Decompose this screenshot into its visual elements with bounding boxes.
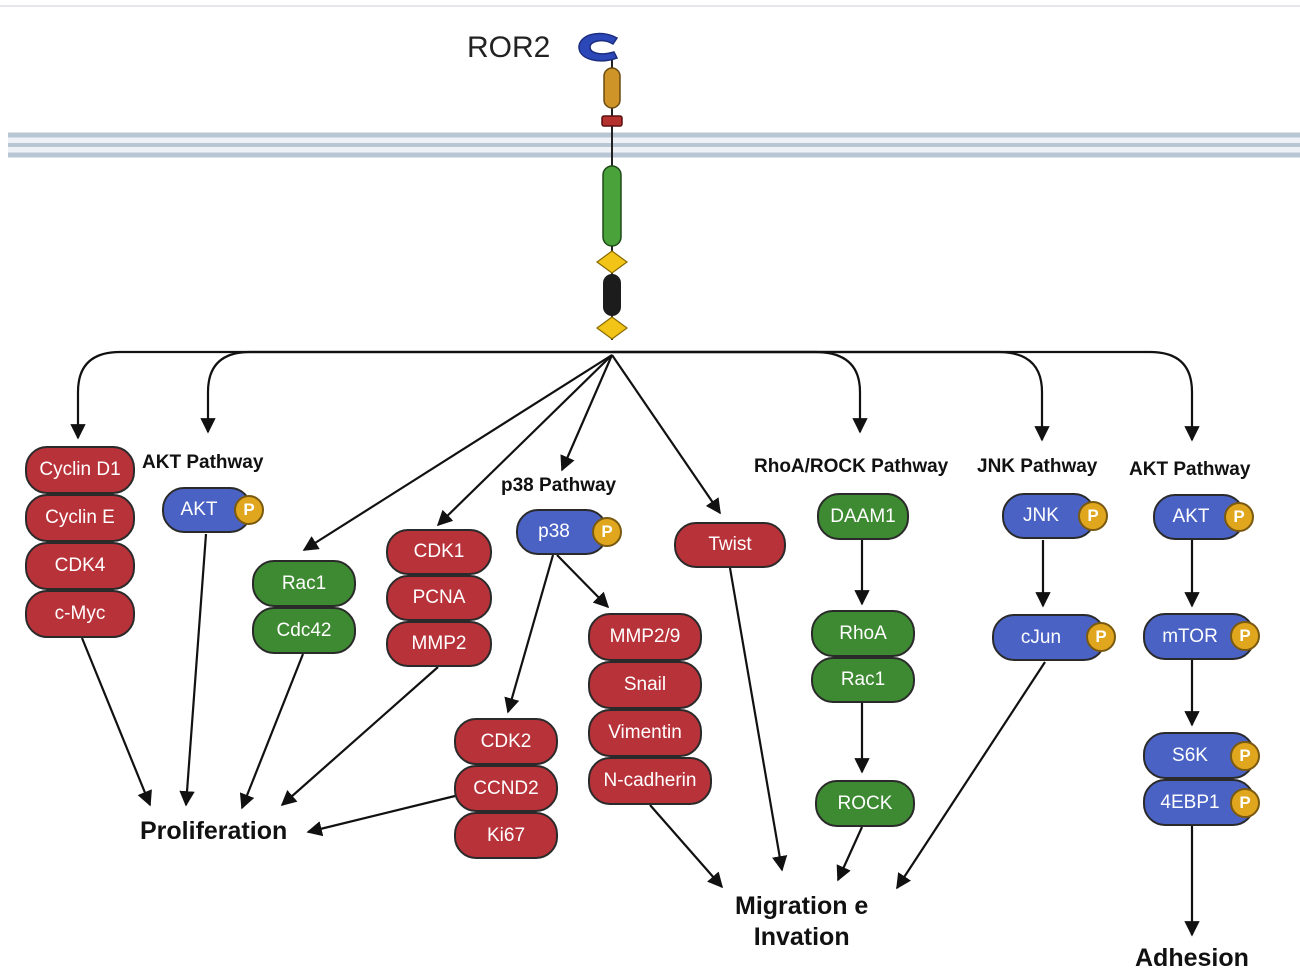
arrow-p38-to-cdk2 [504,554,555,714]
pathway-label-p38: p38 Pathway [501,475,617,496]
node-mmp2-9: MMP2/9 [588,613,702,661]
pathway-label-akt-right: AKT Pathway [1129,459,1251,480]
arrow-hub-to-p38 [560,354,614,472]
arrow-ncadherin-to-migration [649,804,724,889]
node-mmp2: MMP2 [386,621,492,667]
node-cyclin-d1: Cyclin D1 [25,446,135,494]
node-rock: ROCK [815,780,915,827]
pathway-label-akt-left: AKT Pathway [142,452,264,473]
node-cdk4: CDK4 [25,542,135,590]
phospho-s6k-icon: P [1230,741,1260,771]
node-pcna: PCNA [386,575,492,621]
arrow-akt-to-proliferation [179,533,208,807]
outcome-migration-line2: Invation [753,923,850,951]
arrow-cmyc-to-proliferation [80,637,152,807]
node-n-cadherin: N-cadherin [588,757,712,805]
receptor-label: ROR2 [467,31,551,64]
arrow-hub-to-twist [611,354,721,515]
arrow-rock-to-migration [836,826,864,882]
arrow-hub-to-rac1 [302,354,613,551]
arrow-hub-to-rhoa-rock [612,350,868,434]
phospho-mtor-icon: P [1230,621,1260,651]
arrow-hub-to-jnk [612,350,1050,442]
arrow-hub-to-akt-right [612,350,1200,442]
phospho-akt-left-icon: P [234,495,264,525]
node-ki67: Ki67 [454,812,558,859]
cell-membrane [8,132,1300,158]
node-ccnd2: CCND2 [454,765,558,812]
node-twist: Twist [674,522,786,568]
node-cdc42: Cdc42 [252,607,356,654]
node-rhoa: RhoA [811,610,915,657]
arrow-hub-to-cdk1 [436,354,613,527]
node-cyclin-e: Cyclin E [25,494,135,542]
arrow-p38-to-mmp29 [556,554,610,609]
node-rac1-right: Rac1 [811,657,915,703]
phospho-p38-icon: P [592,517,622,547]
downstream-arrows [80,533,1200,937]
phospho-cjun-icon: P [1086,622,1116,652]
outcome-proliferation: Proliferation [140,817,288,845]
node-snail: Snail [588,661,702,709]
arrow-cjun-to-migration [896,661,1046,890]
arrow-cdc42-to-proliferation [239,653,305,810]
phospho-4ebp1-icon: P [1230,788,1260,818]
node-c-myc: c-Myc [25,590,135,638]
node-vimentin: Vimentin [588,709,702,757]
node-cdk1: CDK1 [386,529,492,575]
arrow-ccnd2-to-proliferation [306,794,456,837]
phospho-akt-right-icon: P [1224,502,1254,532]
node-daam1: DAAM1 [817,493,909,540]
arrow-hub-to-akt-left [200,350,612,434]
pathway-label-rhoa-rock: RhoA/ROCK Pathway [754,456,949,477]
pathway-label-jnk: JNK Pathway [977,456,1098,477]
outcome-migration-line1: Migration e [735,892,869,920]
phospho-jnk-icon: P [1078,501,1108,531]
node-cdk2: CDK2 [454,718,558,765]
outcome-adhesion: Adhesion [1135,944,1249,972]
arrow-twist-to-migration [728,567,788,872]
ror2-receptor-icon [578,32,629,340]
arrow-hub-to-cyclin-group [70,350,612,440]
arrow-mmp2-to-proliferation [280,666,439,807]
node-p38: p38 [516,509,608,555]
branch-arrows [70,350,1200,551]
outcome-migration-invasion: Migration e Invation [735,891,868,953]
node-rac1-left: Rac1 [252,560,356,607]
